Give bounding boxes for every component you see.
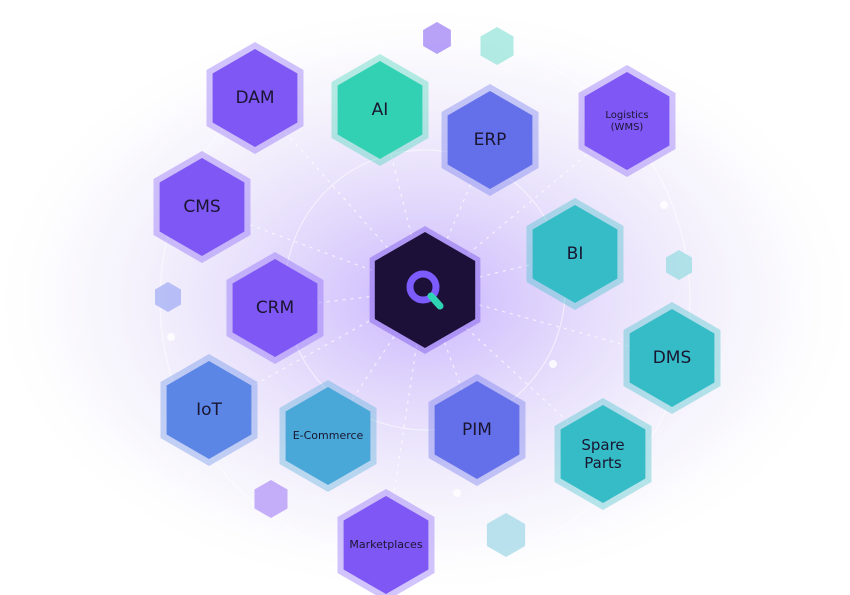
node-label: IoT bbox=[196, 400, 222, 420]
node-dam[interactable]: DAM bbox=[206, 42, 304, 154]
node-ai[interactable]: AI bbox=[331, 54, 429, 166]
decorative-hexagon bbox=[666, 250, 692, 280]
decorative-hexagon bbox=[480, 27, 514, 65]
center-hexagon bbox=[374, 232, 476, 348]
node-hexagon bbox=[232, 259, 318, 357]
node-hexagon bbox=[584, 72, 670, 170]
node-hexagon bbox=[532, 205, 618, 303]
orbit-dot bbox=[167, 333, 175, 341]
orbit-dot bbox=[453, 489, 461, 497]
system-nodes: DAM AI ERP Logistics(WMS) CMS BI CRM DMS IoT E-Co… bbox=[153, 42, 721, 595]
node-iot[interactable]: IoT bbox=[160, 354, 258, 466]
node-erp[interactable]: ERP bbox=[441, 84, 539, 196]
decorative-hexagons bbox=[155, 22, 692, 557]
node-hexagon bbox=[343, 496, 429, 594]
node-hexagon bbox=[285, 387, 371, 485]
node-label-line: Parts bbox=[584, 454, 622, 472]
node-label: CMS bbox=[183, 197, 220, 217]
node-hexagon bbox=[212, 49, 298, 147]
node-label: DAM bbox=[235, 88, 274, 108]
node-label: PIM bbox=[462, 420, 492, 440]
node-hexagon bbox=[560, 405, 646, 503]
node-label-line: (WMS) bbox=[611, 122, 644, 133]
node-label: BI bbox=[567, 244, 584, 264]
node-label: CRM bbox=[256, 298, 294, 318]
node-ecommerce[interactable]: E-Commerce bbox=[279, 380, 377, 492]
node-hexagon bbox=[447, 91, 533, 189]
decorative-hexagon bbox=[486, 513, 526, 557]
decorative-hexagon bbox=[155, 282, 181, 312]
node-dms[interactable]: DMS bbox=[623, 302, 721, 414]
node-crm[interactable]: CRM bbox=[226, 252, 324, 364]
node-hexagon bbox=[166, 361, 252, 459]
node-label-line: Logistics bbox=[605, 110, 648, 121]
q-logo-tail bbox=[427, 292, 444, 310]
center-logo-node[interactable] bbox=[369, 226, 481, 354]
node-cms[interactable]: CMS bbox=[153, 151, 251, 263]
node-label: DMS bbox=[653, 348, 692, 368]
node-label: Marketplaces bbox=[349, 538, 422, 551]
q-logo-ring bbox=[406, 270, 440, 304]
node-label: ERP bbox=[474, 130, 507, 150]
node-marketplaces[interactable]: Marketplaces bbox=[337, 489, 435, 595]
node-pim[interactable]: PIM bbox=[428, 374, 526, 486]
node-logistics[interactable]: Logistics(WMS) bbox=[578, 65, 676, 177]
node-hexagon bbox=[434, 381, 520, 479]
node-label: E-Commerce bbox=[293, 429, 364, 442]
node-label-line: Spare bbox=[581, 436, 624, 454]
orbit-dot bbox=[549, 360, 557, 368]
node-hexagon bbox=[629, 309, 715, 407]
q-logo-icon bbox=[406, 270, 444, 310]
decorative-hexagon bbox=[423, 22, 451, 54]
orbit-dot bbox=[660, 201, 668, 209]
decorative-hexagon bbox=[254, 480, 288, 518]
node-label: Logistics(WMS) bbox=[605, 110, 648, 133]
node-label: AI bbox=[372, 100, 389, 120]
node-hexagon bbox=[159, 158, 245, 256]
node-hexagon bbox=[337, 61, 423, 159]
node-bi[interactable]: BI bbox=[526, 198, 624, 310]
